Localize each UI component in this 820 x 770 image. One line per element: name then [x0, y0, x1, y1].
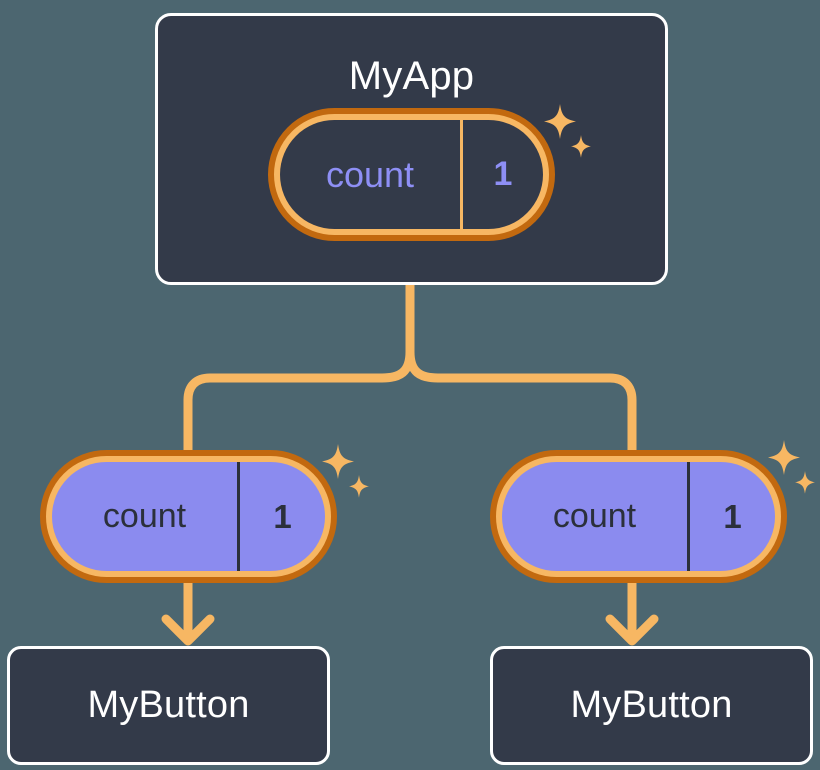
sparkle-icon: [322, 444, 354, 479]
pill-inner-ring: [496, 456, 781, 577]
sparkle-icon: [349, 475, 369, 498]
right-state-pill[interactable]: count 1: [490, 450, 787, 583]
pill-inner-ring: [274, 114, 549, 235]
pill-body: count 1: [52, 462, 325, 571]
sparkle-icon: [795, 471, 815, 494]
state-value-label: 1: [273, 497, 292, 535]
right-pill-to-right-button-arrowhead: [605, 614, 659, 646]
component-title-myapp: MyApp: [348, 54, 475, 98]
branch-to-right-pill: [405, 347, 637, 455]
pill-body: count 1: [280, 120, 543, 229]
state-value-label: 1: [493, 155, 513, 193]
pill-divider: [687, 462, 690, 571]
branch-to-left-pill: [183, 347, 415, 455]
pill-outer-ring: [490, 450, 787, 583]
component-title-mybutton-left: MyButton: [87, 684, 250, 726]
root-state-pill[interactable]: count 1: [268, 108, 555, 241]
pill-inner-ring: [46, 456, 331, 577]
left-state-pill[interactable]: count 1: [40, 450, 337, 583]
state-key-label: count: [102, 497, 187, 535]
component-card-mybutton-right[interactable]: MyButton: [490, 646, 813, 765]
sparkle-icon: [768, 440, 800, 475]
pill-outer-ring: [268, 108, 555, 241]
state-key-label: count: [325, 153, 415, 195]
pill-divider: [237, 462, 240, 571]
component-title-mybutton-right: MyButton: [570, 684, 733, 726]
left-pill-to-left-button-arrowhead: [161, 614, 215, 646]
pill-outer-ring: [40, 450, 337, 583]
state-key-label: count: [552, 497, 637, 535]
pill-body: count 1: [502, 462, 775, 571]
pill-divider: [460, 120, 463, 229]
state-value-label: 1: [723, 497, 742, 535]
component-card-mybutton-left[interactable]: MyButton: [7, 646, 330, 765]
